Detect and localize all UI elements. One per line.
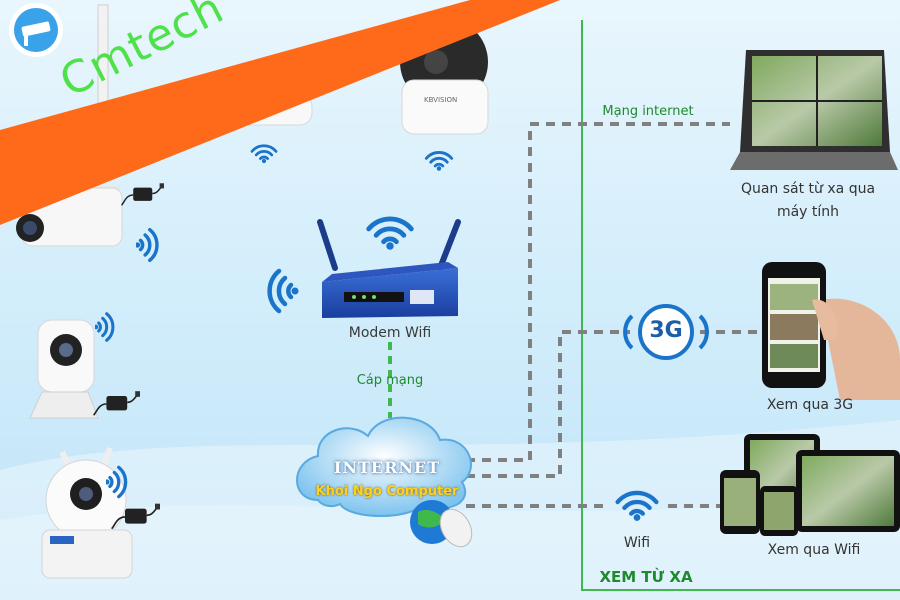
- router-label: Modem Wifi: [348, 325, 432, 341]
- wifi-router: [317, 219, 461, 318]
- globe-mouse-icon: [410, 500, 473, 548]
- cable-label: Cáp mạng: [356, 373, 424, 388]
- camera-cube: [29, 319, 99, 419]
- wifi-icon: [136, 227, 159, 263]
- wifi-icon: [270, 271, 299, 311]
- cellular-3g-icon: [623, 304, 709, 360]
- power-adapter-icon: [120, 182, 164, 207]
- laptop-caption: Quan sát từ xa qua máy tính: [740, 181, 876, 220]
- wifi-icon: [95, 312, 115, 342]
- remote-zone-border: [581, 20, 900, 591]
- wifi-icon: [426, 152, 451, 170]
- cloud-title: INTERNET: [333, 458, 441, 477]
- svg-text:KBVISION: KBVISION: [424, 96, 457, 104]
- phone-caption: Xem qua 3G: [766, 397, 854, 413]
- cloud-subtitle: Khoi Ngo Computer: [315, 484, 459, 499]
- network-links: [388, 122, 760, 508]
- tablets-caption: Xem qua Wifi: [767, 542, 861, 558]
- internet-cloud: [296, 416, 472, 517]
- smartphone-device: [762, 262, 900, 400]
- tablets-devices: [720, 434, 900, 536]
- wifi-icon: [369, 219, 412, 250]
- cellular-badge: 3G: [649, 318, 683, 343]
- wifi-icon: [252, 146, 276, 163]
- remote-zone-title: XEM TỪ XA: [599, 568, 693, 586]
- laptop-device: [730, 50, 898, 170]
- brand-banner: [0, 0, 560, 225]
- power-adapter-icon: [92, 390, 140, 417]
- internet-link-label: Mạng internet: [602, 104, 694, 119]
- wifi-link-label: Wifi: [623, 535, 651, 551]
